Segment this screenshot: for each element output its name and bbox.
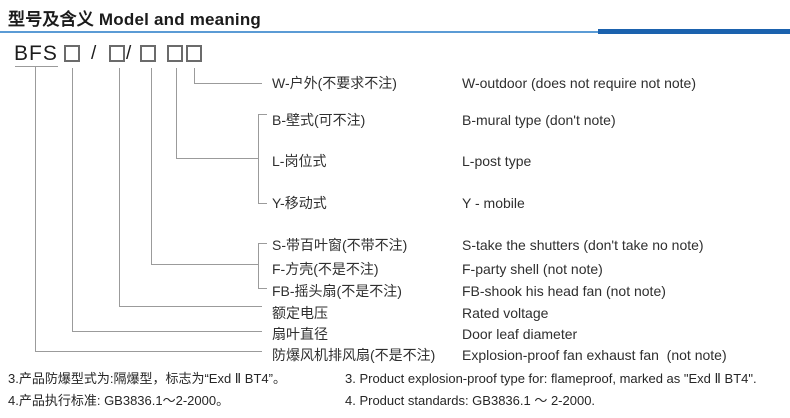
label-mural-en: B-mural type (don't note)	[462, 112, 616, 128]
label-series-zh: 防爆风机排风扇(不是不注)	[272, 347, 436, 363]
model-prefix: BFS	[14, 42, 58, 65]
label-shutters-zh: S-带百叶窗(不带不注)	[272, 237, 408, 253]
label-post-zh: L-岗位式	[272, 153, 327, 169]
connector-horizontal-outdoor	[194, 83, 262, 84]
header-rule-dark	[598, 29, 790, 34]
label-shutters-en: S-take the shutters (don't take no note)	[462, 237, 704, 253]
label-mural-zh: B-壁式(可不注)	[272, 112, 366, 128]
connector-vertical-box1	[72, 68, 73, 331]
connector-horizontal-voltage	[119, 306, 262, 307]
connector-vertical-box2	[119, 68, 120, 306]
note-4-zh: 4.产品执行标准: GB3836.1～2-2000。	[8, 393, 230, 408]
model-box-3	[140, 45, 156, 62]
bracket-tick-shake-fan	[258, 288, 267, 289]
label-diameter-zh: 扇叶直径	[272, 326, 328, 342]
label-voltage-en: Rated voltage	[462, 305, 549, 321]
label-mobile-zh: Y-移动式	[272, 195, 327, 211]
note-4-en: 4. Product standards: GB3836.1 ～ 2-2000.	[345, 393, 596, 408]
page-title: 型号及含义 Model and meaning	[8, 10, 262, 29]
connector-vertical-box4	[176, 68, 177, 158]
connector-horizontal-diameter	[72, 331, 262, 332]
label-shake-fan-zh: FB-摇头扇(不是不注)	[272, 283, 402, 299]
bracket-shell-type	[258, 243, 259, 288]
label-outdoor-en: W-outdoor (does not require not note)	[462, 75, 696, 91]
connector-vertical-box5	[194, 68, 195, 83]
model-slash-2: /	[126, 43, 132, 64]
connector-horizontal-shell-type	[151, 264, 258, 265]
prefix-underline	[15, 66, 58, 67]
note-3-en: 3. Product explosion-proof type for: fla…	[345, 371, 757, 386]
model-box-1	[64, 45, 80, 62]
connector-horizontal-series	[35, 351, 262, 352]
model-slash-1: /	[91, 43, 97, 64]
model-box-4	[167, 45, 183, 62]
note-3-zh: 3.产品防爆型式为:隔爆型，标志为“Exd Ⅱ BT4”。	[8, 371, 286, 386]
bracket-mount-type	[258, 114, 259, 203]
label-mobile-en: Y - mobile	[462, 195, 525, 211]
bracket-tick-mural	[258, 114, 267, 115]
label-shake-fan-en: FB-shook his head fan (not note)	[462, 283, 666, 299]
label-shell-en: F-party shell (not note)	[462, 261, 603, 277]
label-series-en: Explosion-proof fan exhaust fan (not not…	[462, 347, 727, 363]
label-shell-zh: F-方壳(不是不注)	[272, 261, 379, 277]
bracket-tick-mobile	[258, 203, 267, 204]
label-voltage-zh: 额定电压	[272, 305, 328, 321]
header-rule-light	[0, 31, 598, 33]
label-diameter-en: Door leaf diameter	[462, 326, 578, 342]
model-box-5	[186, 45, 202, 62]
label-outdoor-zh: W-户外(不要求不注)	[272, 75, 397, 91]
model-box-2	[109, 45, 125, 62]
label-post-en: L-post type	[462, 153, 532, 169]
connector-vertical-prefix	[35, 66, 36, 352]
connector-vertical-box3	[151, 68, 152, 264]
connector-horizontal-mount-type	[176, 158, 258, 159]
bracket-tick-shutters	[258, 243, 267, 244]
